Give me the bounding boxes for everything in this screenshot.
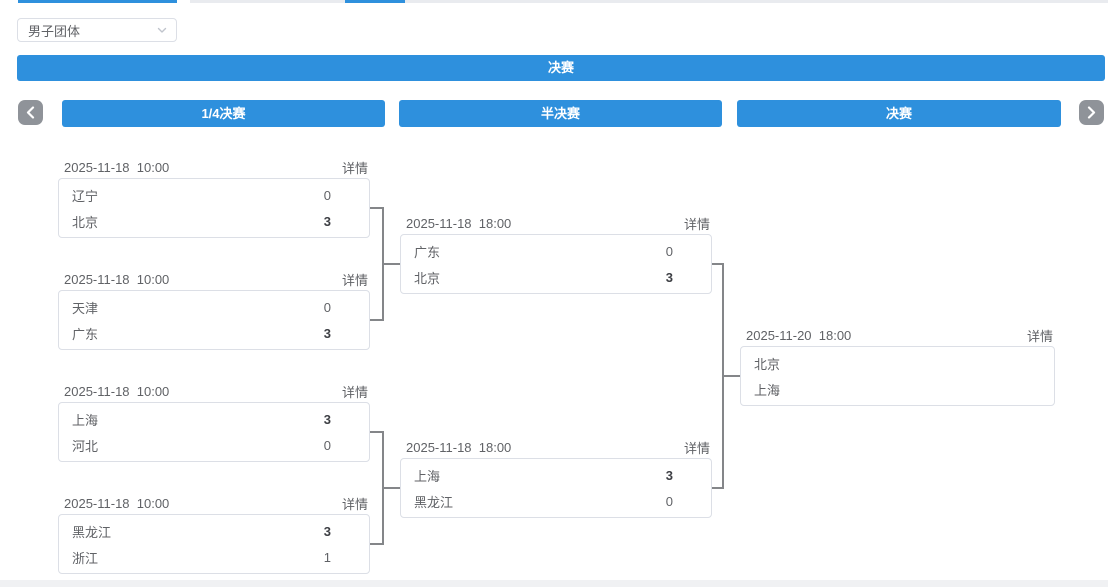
team-name: 北京	[754, 356, 781, 372]
match-details-link[interactable]: 详情	[341, 160, 368, 176]
bracket-connector	[370, 431, 384, 433]
team-row: 广东 0	[401, 238, 711, 264]
match-card-qf4: 2025-11-18 10:00 详情 黑龙江 3 浙江 1	[58, 496, 370, 574]
match-datetime: 2025-11-18 18:00	[406, 215, 512, 231]
bottom-section-divider	[0, 580, 1108, 587]
team-row: 黑龙江 3	[59, 518, 369, 544]
bracket-connector	[712, 487, 724, 489]
match-details-link[interactable]: 详情	[1026, 328, 1053, 344]
match-box: 黑龙江 3 浙江 1	[58, 514, 370, 574]
team-name: 河北	[72, 438, 99, 454]
match-details-link[interactable]: 详情	[683, 216, 710, 232]
match-box: 北京 上海	[740, 346, 1055, 406]
team-score: 0	[665, 243, 673, 259]
match-box: 辽宁 0 北京 3	[58, 178, 370, 238]
match-datetime: 2025-11-18 18:00	[406, 439, 512, 455]
bracket-connector	[722, 263, 724, 489]
team-score: 3	[665, 269, 673, 285]
match-details-link[interactable]: 详情	[341, 384, 368, 400]
bracket-connector	[712, 263, 724, 265]
match-datetime: 2025-11-18 10:00	[64, 383, 170, 399]
team-row: 浙江 1	[59, 544, 369, 570]
team-name: 上海	[754, 382, 781, 398]
team-score: 0	[665, 493, 673, 509]
match-card-qf3: 2025-11-18 10:00 详情 上海 3 河北 0	[58, 384, 370, 462]
team-row: 天津 0	[59, 294, 369, 320]
bracket-connector	[382, 207, 384, 321]
match-card-final: 2025-11-20 18:00 详情 北京 上海	[740, 328, 1055, 406]
team-score: 3	[323, 523, 331, 539]
team-row: 黑龙江 0	[401, 488, 711, 514]
team-name: 天津	[72, 300, 99, 316]
team-score: 1	[323, 549, 331, 565]
match-box: 广东 0 北京 3	[400, 234, 712, 294]
bracket-connector	[384, 487, 400, 489]
team-score: 0	[323, 437, 331, 453]
round-header-final: 决赛	[737, 100, 1061, 127]
team-score: 3	[665, 467, 673, 483]
team-score: 3	[323, 325, 331, 341]
prev-round-button[interactable]	[18, 100, 43, 125]
team-name: 北京	[414, 270, 441, 286]
team-name: 辽宁	[72, 188, 99, 204]
round-header-quarterfinal: 1/4决赛	[62, 100, 385, 127]
event-select[interactable]: 男子团体	[17, 18, 177, 42]
team-row: 上海 3	[401, 462, 711, 488]
team-name: 上海	[72, 412, 99, 428]
tab-active-underline-2	[345, 0, 405, 3]
match-card-qf2: 2025-11-18 10:00 详情 天津 0 广东 3	[58, 272, 370, 350]
team-row: 北京 3	[59, 208, 369, 234]
team-row: 北京 3	[401, 264, 711, 290]
round-header-semifinal: 半决赛	[399, 100, 722, 127]
match-datetime: 2025-11-20 18:00	[746, 327, 852, 343]
match-box: 上海 3 黑龙江 0	[400, 458, 712, 518]
team-row: 辽宁 0	[59, 182, 369, 208]
bracket-connector	[370, 543, 384, 545]
match-datetime: 2025-11-18 10:00	[64, 495, 170, 511]
team-name: 广东	[72, 326, 99, 342]
team-name: 黑龙江	[414, 494, 454, 510]
match-box: 上海 3 河北 0	[58, 402, 370, 462]
chevron-down-icon	[157, 27, 167, 33]
chevron-left-icon	[26, 106, 35, 119]
tab-active-underline	[18, 0, 177, 3]
match-details-link[interactable]: 详情	[341, 272, 368, 288]
match-details-link[interactable]: 详情	[683, 440, 710, 456]
match-card-qf1: 2025-11-18 10:00 详情 辽宁 0 北京 3	[58, 160, 370, 238]
match-card-sf1: 2025-11-18 18:00 详情 广东 0 北京 3	[400, 216, 712, 294]
team-row: 广东 3	[59, 320, 369, 346]
team-score: 0	[323, 299, 331, 315]
event-select-value: 男子团体	[28, 23, 81, 39]
team-name: 上海	[414, 468, 441, 484]
bracket-connector	[724, 375, 740, 377]
bracket-connector	[370, 207, 384, 209]
tab-bar-track	[190, 0, 1108, 3]
next-round-button[interactable]	[1079, 100, 1104, 125]
team-name: 北京	[72, 214, 99, 230]
team-row: 上海	[741, 376, 1054, 402]
team-score: 0	[323, 187, 331, 203]
match-datetime: 2025-11-18 10:00	[64, 159, 170, 175]
chevron-right-icon	[1087, 106, 1096, 119]
team-row: 北京	[741, 350, 1054, 376]
match-details-link[interactable]: 详情	[341, 496, 368, 512]
bracket-connector	[382, 431, 384, 545]
team-row: 河北 0	[59, 432, 369, 458]
team-name: 黑龙江	[72, 524, 112, 540]
bracket-connector	[384, 263, 400, 265]
team-name: 浙江	[72, 550, 99, 566]
team-row: 上海 3	[59, 406, 369, 432]
match-card-sf2: 2025-11-18 18:00 详情 上海 3 黑龙江 0	[400, 440, 712, 518]
stage-banner: 决赛	[17, 55, 1105, 81]
team-name: 广东	[414, 244, 441, 260]
team-score: 3	[323, 411, 331, 427]
match-datetime: 2025-11-18 10:00	[64, 271, 170, 287]
team-score: 3	[323, 213, 331, 229]
bracket-connector	[370, 319, 384, 321]
match-box: 天津 0 广东 3	[58, 290, 370, 350]
